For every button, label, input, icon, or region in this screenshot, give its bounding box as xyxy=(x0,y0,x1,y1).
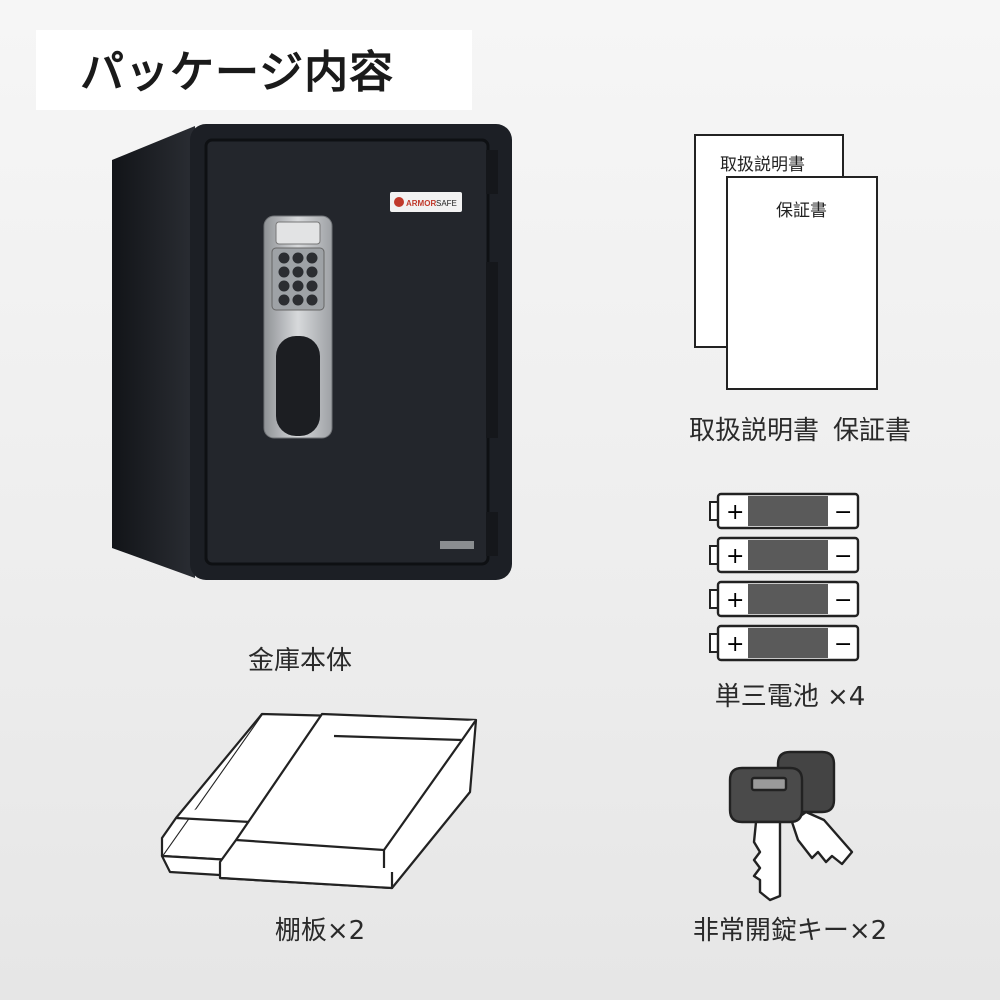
keypad-button xyxy=(292,280,304,292)
brand-suffix: SAFE xyxy=(436,199,457,208)
documents-caption-part2: 保証書 xyxy=(833,416,912,446)
battery-plus-label: + xyxy=(726,500,744,525)
battery-plus-label: + xyxy=(726,544,744,569)
keypad-button xyxy=(278,266,290,278)
keypad xyxy=(278,252,318,306)
documents-caption-part1: 取扱説明書 xyxy=(688,416,819,446)
battery: +− xyxy=(709,624,860,662)
keypad-button xyxy=(278,252,290,264)
battery: +− xyxy=(709,580,860,618)
keypad-button xyxy=(306,266,318,278)
keypad-button xyxy=(306,280,318,292)
documents-caption: 取扱説明書保証書 xyxy=(640,410,960,447)
safe-caption: 金庫本体 xyxy=(247,646,352,676)
battery: +− xyxy=(709,536,860,574)
batteries-caption: 単三電池 ×4 xyxy=(714,682,866,712)
brand-label: ARMOR xyxy=(406,199,436,208)
keypad-button xyxy=(292,294,304,306)
battery-minus-label: − xyxy=(834,500,852,525)
title-banner xyxy=(36,30,472,110)
warranty-document: 保証書 xyxy=(726,176,878,390)
keypad-button xyxy=(292,252,304,264)
battery-plus-label: + xyxy=(726,632,744,657)
battery-minus-label: − xyxy=(834,588,852,613)
warranty-label: 保証書 xyxy=(776,201,827,221)
battery-plus-label: + xyxy=(726,588,744,613)
shelves-caption: 棚板×2 xyxy=(274,916,366,946)
keypad-button xyxy=(306,294,318,306)
keypad-button xyxy=(278,294,290,306)
keys-caption: 非常開錠キー×2 xyxy=(692,916,888,946)
battery-minus-label: − xyxy=(834,544,852,569)
keypad-button xyxy=(306,252,318,264)
keypad-button xyxy=(278,280,290,292)
page-title: パッケージ内容 xyxy=(80,47,395,98)
battery: +− xyxy=(709,492,860,530)
manual-label: 取扱説明書 xyxy=(720,155,805,175)
keypad-button xyxy=(292,266,304,278)
battery-minus-label: − xyxy=(834,632,852,657)
